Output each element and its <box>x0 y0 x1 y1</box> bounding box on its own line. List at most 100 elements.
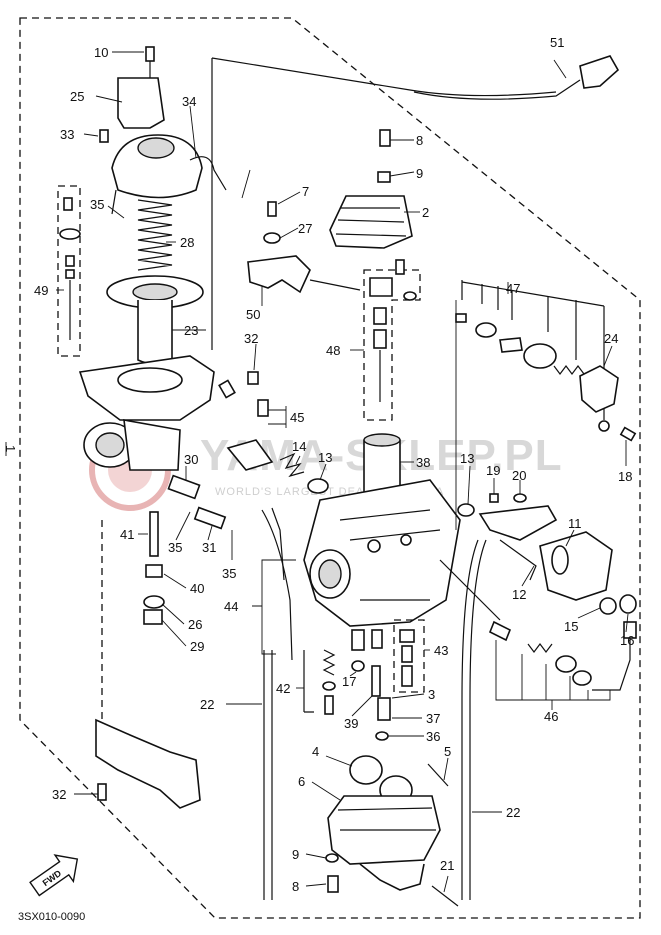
vacuum-chamber-assembly <box>57 46 227 809</box>
callout-13: 13 <box>318 450 332 465</box>
callout-35c: 35 <box>222 566 236 581</box>
side-marker: 1 <box>3 445 18 452</box>
callout-24: 24 <box>604 331 618 346</box>
jet-37-icon <box>377 697 391 721</box>
callout-35b: 35 <box>168 540 182 555</box>
callout-20: 20 <box>512 468 526 483</box>
callout-3: 3 <box>428 687 435 702</box>
callout-21: 21 <box>440 858 454 873</box>
washer-13-icon <box>307 478 329 494</box>
callout-7: 7 <box>302 184 309 199</box>
diagram-code: 3SX010-0090 <box>18 911 85 923</box>
callout-13b: 13 <box>460 451 474 466</box>
callout-42: 42 <box>276 681 290 696</box>
callout-50: 50 <box>246 307 260 322</box>
top-cover-2-assembly <box>247 129 413 294</box>
callout-35: 35 <box>90 197 104 212</box>
callout-12: 12 <box>512 587 526 602</box>
callout-45: 45 <box>290 410 304 425</box>
screw-21-icon <box>431 885 459 907</box>
hose-fitting-51-icon <box>579 55 620 89</box>
callout-48: 48 <box>326 343 340 358</box>
callout-27: 27 <box>298 221 312 236</box>
callout-49: 49 <box>34 283 48 298</box>
washer-26-icon <box>143 595 165 609</box>
washer-9-icon <box>377 171 391 183</box>
callout-29: 29 <box>190 639 204 654</box>
jet-kit-box <box>363 269 421 421</box>
callout-41: 41 <box>120 527 134 542</box>
callout-25: 25 <box>70 89 84 104</box>
part-40-icon <box>145 564 163 578</box>
accelerator-pump-assembly <box>439 280 637 691</box>
callout-19: 19 <box>486 463 500 478</box>
top-cover-cap-icon <box>137 137 175 159</box>
bracket-50-icon <box>247 255 311 294</box>
callout-5: 5 <box>444 744 451 759</box>
callout-10: 10 <box>94 45 108 60</box>
callout-14: 14 <box>292 439 306 454</box>
callout-34: 34 <box>182 94 196 109</box>
callout-26: 26 <box>188 617 202 632</box>
washer-9-bottom-icon <box>325 853 339 863</box>
screw-33-icon <box>99 129 109 143</box>
callout-32: 32 <box>244 331 258 346</box>
spring-14-icon <box>279 452 305 478</box>
callout-40: 40 <box>190 581 204 596</box>
callout-44: 44 <box>224 599 238 614</box>
callout-2: 2 <box>422 205 429 220</box>
callout-39: 39 <box>344 716 358 731</box>
screw-10-icon <box>145 46 155 62</box>
bracket-11-icon <box>539 531 613 601</box>
callout-38: 38 <box>416 455 430 470</box>
spring-28-icon <box>137 199 173 271</box>
drain-hoses <box>261 300 487 900</box>
callout-17: 17 <box>342 674 356 689</box>
screw-32-icon <box>247 371 259 385</box>
callout-9b: 9 <box>292 847 299 862</box>
callout-31: 31 <box>202 540 216 555</box>
screw-8-icon <box>379 129 391 147</box>
fwd-arrow-icon: FWD <box>29 854 79 897</box>
callout-37: 37 <box>426 711 440 726</box>
callout-51: 51 <box>550 35 564 50</box>
lever-45-icon <box>226 439 274 471</box>
leader-lines <box>56 51 629 893</box>
callout-30: 30 <box>184 452 198 467</box>
pin-30-icon <box>167 474 201 500</box>
callout-6: 6 <box>298 774 305 789</box>
collar-15-icon <box>599 597 617 615</box>
callout-47: 47 <box>506 281 520 296</box>
jet-kit-48-assembly <box>363 259 421 421</box>
callout-16: 16 <box>620 633 634 648</box>
callout-18: 18 <box>618 469 632 484</box>
callout-9: 9 <box>416 166 423 181</box>
callout-22b: 22 <box>506 805 520 820</box>
pump-cover-24-icon <box>579 365 619 413</box>
piston-23-icon <box>137 300 173 365</box>
screw-32-bottom-icon <box>97 783 107 801</box>
assembly-boundary <box>19 17 641 919</box>
callout-8b: 8 <box>292 879 299 894</box>
callout-labels: 10 25 34 33 35 28 49 23 32 45 30 14 13 3… <box>34 35 634 894</box>
nut-29-icon <box>143 609 163 625</box>
carb-main-body <box>218 371 461 741</box>
float-bowl-assembly <box>325 755 459 907</box>
callout-22: 22 <box>200 697 214 712</box>
hose-51-assembly <box>211 55 620 350</box>
bracket-plate-icon <box>95 718 201 809</box>
screw-8-bottom-icon <box>327 875 339 893</box>
callout-8: 8 <box>416 133 423 148</box>
washer-27-icon <box>263 232 281 244</box>
bracket-25-icon <box>117 77 165 129</box>
callout-36: 36 <box>426 729 440 744</box>
callout-28: 28 <box>180 235 194 250</box>
washer-36-icon <box>375 731 389 741</box>
screw-7-icon <box>267 201 277 217</box>
callout-33: 33 <box>60 127 74 142</box>
callout-15: 15 <box>564 619 578 634</box>
top-cover-icon <box>111 134 203 199</box>
callout-11: 11 <box>568 516 582 531</box>
callout-4: 4 <box>312 744 319 759</box>
